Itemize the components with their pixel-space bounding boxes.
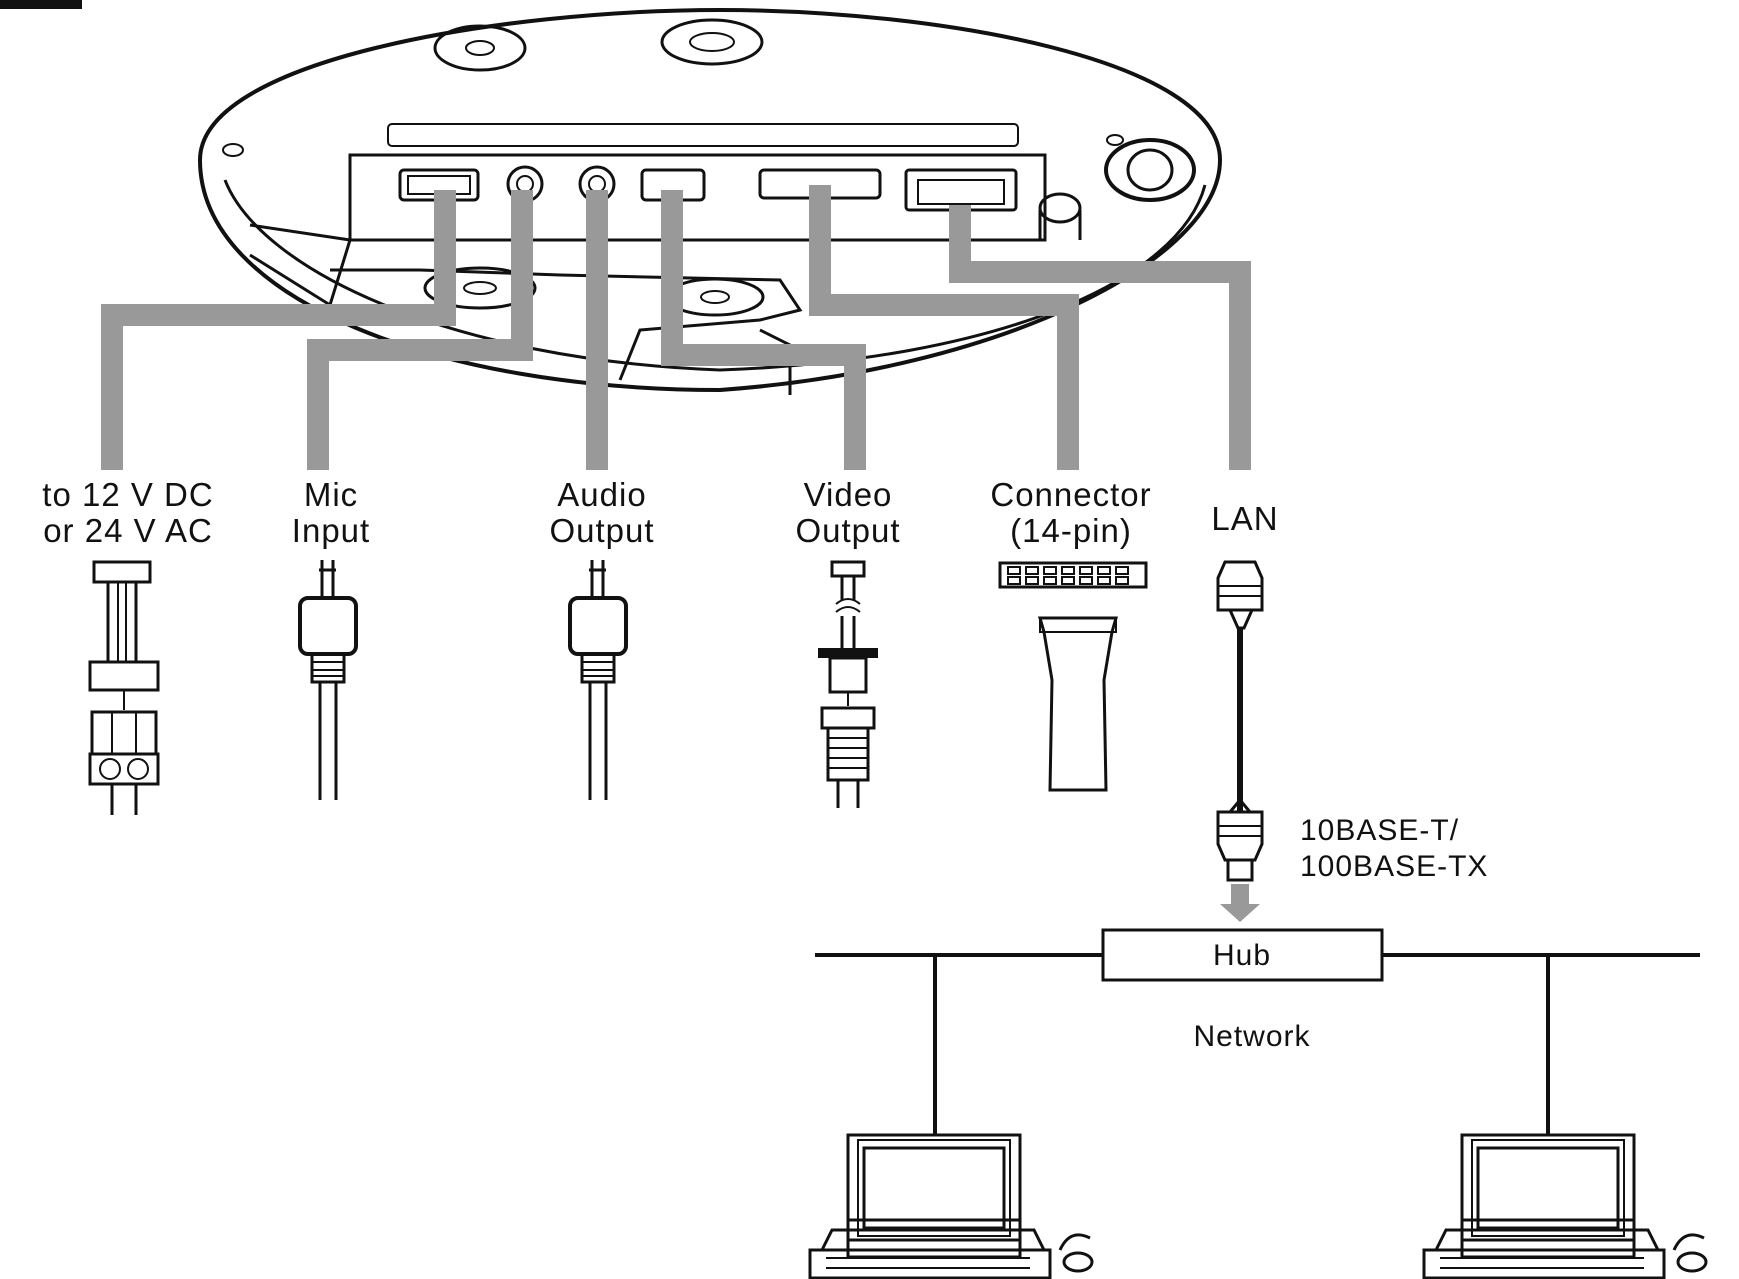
camera-body [197, 7, 1223, 395]
cable-video [661, 190, 866, 470]
connection-labels: to 12 V DC or 24 V AC Mic Input Audio Ou… [42, 476, 1278, 549]
down-arrow-icon [1220, 884, 1260, 922]
power-terminal-icon [88, 560, 160, 815]
video-label-line-2: Output [795, 512, 900, 549]
connector-label-line-1: Connector [990, 476, 1151, 513]
audio-label-line-1: Audio [557, 476, 646, 513]
computer-left-icon [808, 1133, 1094, 1279]
video-label-line-1: Video [804, 476, 893, 513]
mic-label-line-1: Mic [304, 476, 358, 513]
computer-right-icon [1422, 1133, 1708, 1279]
cable-power [101, 190, 456, 470]
audio-plug-icon [568, 560, 628, 800]
cable-mic [307, 190, 533, 470]
lan-cable-icon [1216, 560, 1264, 882]
audio-label-line-2: Output [549, 512, 654, 549]
fourteen-pin-connector-icon [998, 561, 1148, 792]
mic-plug-icon [298, 560, 358, 800]
corner-marker [0, 0, 82, 9]
lan-spec-line-1: 10BASE-T/ [1300, 814, 1459, 847]
connector-label-line-2: (14-pin) [1010, 512, 1132, 549]
cable-runs [101, 185, 1251, 470]
power-label-line-2: or 24 V AC [43, 512, 213, 549]
cable-lan [949, 205, 1251, 470]
lan-label: LAN [1211, 500, 1278, 537]
mic-label-line-2: Input [292, 512, 370, 549]
network-label: Network [1193, 1020, 1310, 1053]
pin-row [1007, 566, 1129, 585]
cable-connector [809, 185, 1079, 470]
video-bnc-icon [818, 560, 878, 808]
hub-label: Hub [1213, 939, 1271, 972]
lan-spec-line-2: 100BASE-TX [1300, 850, 1488, 883]
network-bus [815, 953, 1700, 1135]
hub-box: Hub [1101, 928, 1384, 982]
power-label-line-1: to 12 V DC [42, 476, 213, 513]
